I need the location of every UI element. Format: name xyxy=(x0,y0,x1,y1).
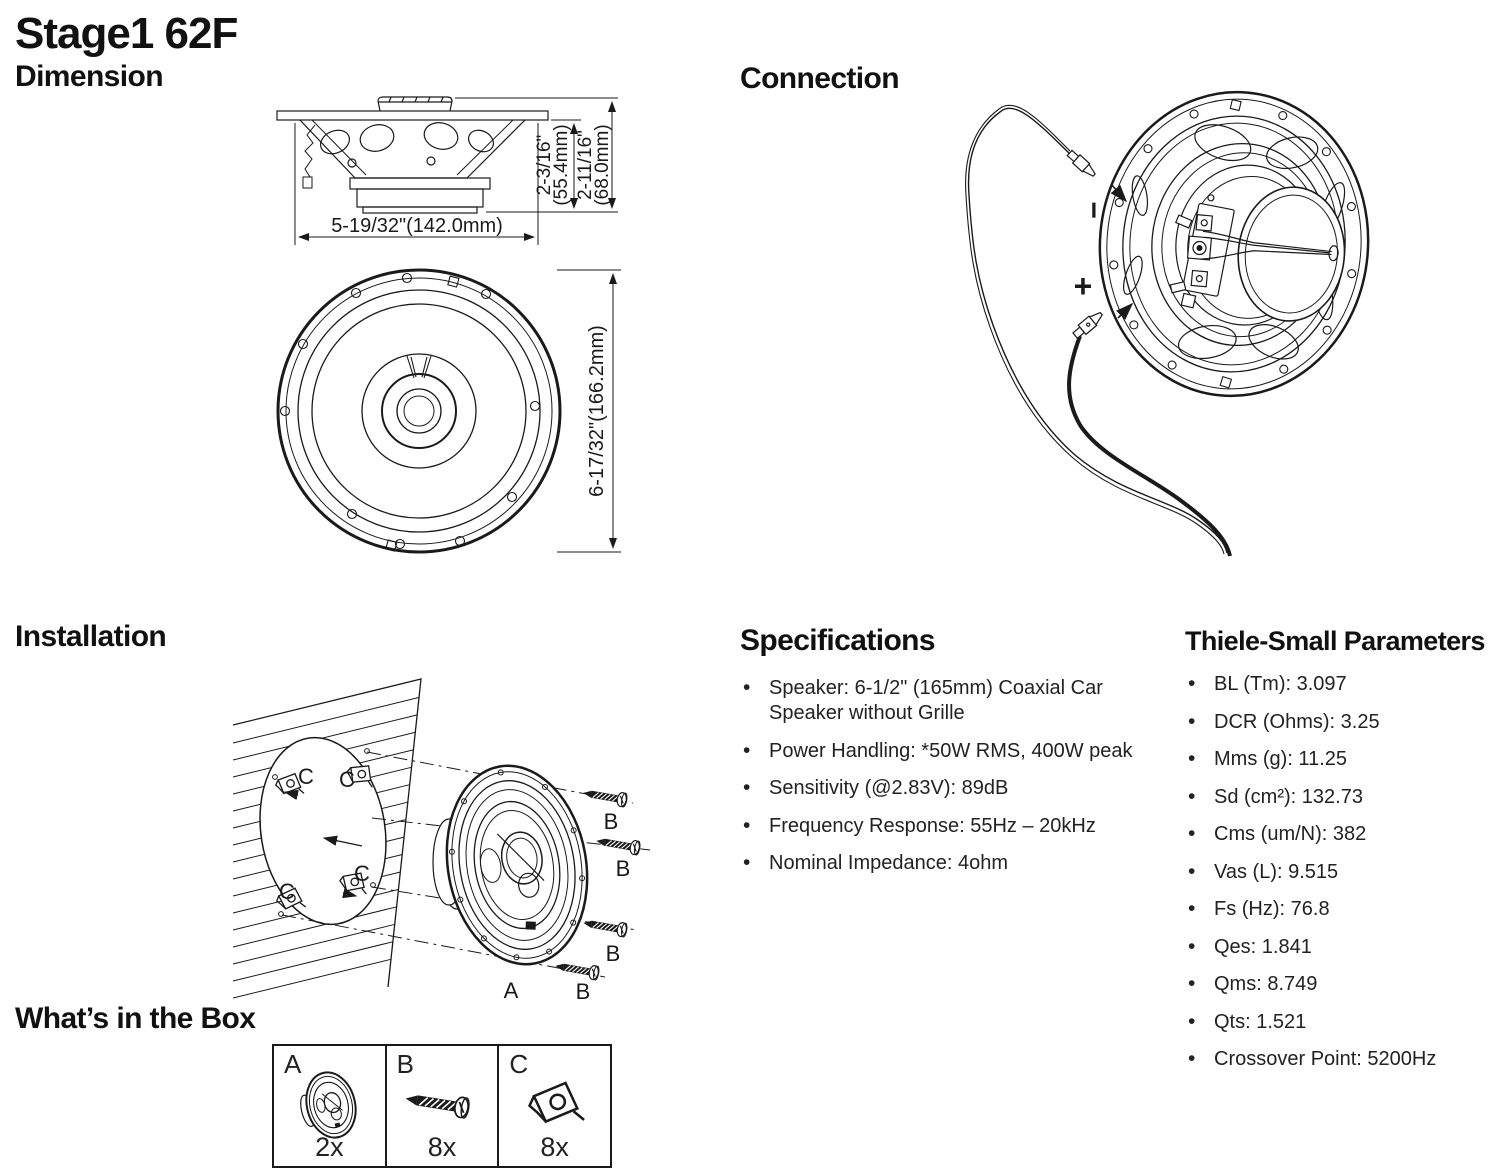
width-dimension-label: 5-19/32"(142.0mm) xyxy=(331,215,503,237)
ts-item: Qes: 1.841 xyxy=(1185,934,1485,960)
thiele-small-heading: Thiele-Small Parameters xyxy=(1185,626,1485,656)
box-item-label: A xyxy=(284,1049,302,1079)
magnet xyxy=(1237,186,1346,322)
box-item-label: C xyxy=(509,1049,529,1079)
thiele-small-list: BL (Tm): 3.097 DCR (Ohms): 3.25 Mms (g):… xyxy=(1185,671,1485,1085)
brand-logo-mark xyxy=(525,921,536,930)
front-view-dimension-lines xyxy=(557,269,621,553)
screw-icon xyxy=(581,915,629,938)
direction-arrows xyxy=(283,789,363,899)
ts-item: BL (Tm): 3.097 xyxy=(1185,671,1485,697)
mount-depth-inch-label: 2-3/16" xyxy=(534,135,555,196)
spec-item: Power Handling: *50W RMS, 400W peak xyxy=(740,738,1136,764)
spider-pin xyxy=(1200,230,1339,262)
clip-label: C xyxy=(298,764,314,789)
spec-item: Nominal Impedance: 4ohm xyxy=(740,850,1136,876)
box-cell-screw: B 8x xyxy=(387,1046,500,1166)
ts-item: Vas (L): 9.515 xyxy=(1185,859,1485,885)
installation-drawing: C C C C B B B B A xyxy=(232,678,651,1004)
speaker-label: A xyxy=(504,978,519,1003)
ts-item: Fs (Hz): 76.8 xyxy=(1185,896,1485,922)
box-item-qty: 2x xyxy=(315,1132,344,1162)
page-title: Stage1 62F xyxy=(15,9,238,58)
terminal-wire xyxy=(304,124,316,178)
installation-heading: Installation xyxy=(15,620,167,653)
positive-wire-inner xyxy=(965,104,1225,555)
spec-item: Frequency Response: 55Hz – 20kHz xyxy=(740,813,1136,839)
front-view-speaker xyxy=(276,268,562,554)
box-item-qty: 8x xyxy=(540,1132,569,1162)
clip-label: C xyxy=(354,861,370,886)
screw-icon xyxy=(581,785,629,808)
speaker-icon xyxy=(300,1071,357,1139)
ts-item: Crossover Point: 5200Hz xyxy=(1185,1046,1485,1072)
dimension-drawing: 5-19/32"(142.0mm) 2-3/16" (55.4mm) 2-11/… xyxy=(276,96,621,554)
screw-label: B xyxy=(576,979,591,1004)
box-cell-clip: C 8x xyxy=(499,1046,610,1166)
box-item-label: B xyxy=(396,1049,415,1079)
ts-item: Cms (um/N): 382 xyxy=(1185,821,1485,847)
total-depth-mm-label: (68.0mm) xyxy=(592,124,613,205)
side-view-dimension-lines xyxy=(294,97,618,245)
ts-item: Qts: 1.521 xyxy=(1185,1009,1485,1035)
box-cell-speaker: A 2x xyxy=(274,1046,387,1166)
spec-item: Sensitivity (@2.83V): 89dB xyxy=(740,775,1136,801)
ts-item: Mms (g): 11.25 xyxy=(1185,746,1485,772)
connection-drawing: − + xyxy=(965,90,1370,557)
basket-cutouts xyxy=(1123,124,1346,360)
screw-label: B xyxy=(604,809,619,834)
diameter-dimension-label: 6-17/32"(166.2mm) xyxy=(586,325,608,497)
ts-item: Sd (cm²): 132.73 xyxy=(1185,784,1485,810)
specifications-list: Speaker: 6-1/2" (165mm) Coaxial Car Spea… xyxy=(740,675,1142,889)
positive-terminal-label: + xyxy=(1074,268,1093,304)
box-contents-table: A 2x B 8x xyxy=(272,1044,612,1168)
specifications-heading: Specifications xyxy=(740,624,936,657)
ts-item: Qms: 8.749 xyxy=(1185,971,1485,997)
spade-connector-top xyxy=(1066,149,1096,177)
mounting-holes xyxy=(279,272,541,552)
box-item-qty: 8x xyxy=(427,1132,457,1162)
terminal-bracket xyxy=(1169,194,1235,309)
speaker-wires xyxy=(965,104,1232,557)
negative-wire xyxy=(1067,335,1232,557)
positive-wire xyxy=(967,107,1228,554)
clip-icon xyxy=(524,1080,586,1132)
box-heading: What’s in the Box xyxy=(15,1002,256,1035)
mount-depth-mm-label: (55.4mm) xyxy=(551,124,572,205)
rear-flange-holes xyxy=(1109,98,1357,389)
total-depth-inch-label: 2-11/16" xyxy=(575,130,596,200)
screw-icon xyxy=(553,958,601,981)
screw-label: B xyxy=(616,856,631,881)
connection-heading: Connection xyxy=(740,62,900,95)
dimension-heading: Dimension xyxy=(15,60,164,93)
spec-item: Speaker: 6-1/2" (165mm) Coaxial Car Spea… xyxy=(740,675,1136,726)
terminal-arrows xyxy=(1110,183,1134,320)
clip-label: C xyxy=(279,879,295,904)
speaker-rear-view xyxy=(1098,90,1370,398)
ts-item: DCR (Ohms): 3.25 xyxy=(1185,709,1485,735)
speaker-rim-holes xyxy=(448,769,586,961)
negative-terminal-label: − xyxy=(1077,201,1110,219)
speaker-front-view xyxy=(445,764,589,966)
side-view-speaker xyxy=(276,96,549,214)
screw-label: B xyxy=(606,941,621,966)
spade-connector-bottom xyxy=(1072,311,1103,340)
tweeter-bridge xyxy=(406,355,432,379)
screw-icon xyxy=(594,833,642,856)
screw-icon xyxy=(403,1087,472,1120)
clip-label: C xyxy=(339,767,355,792)
